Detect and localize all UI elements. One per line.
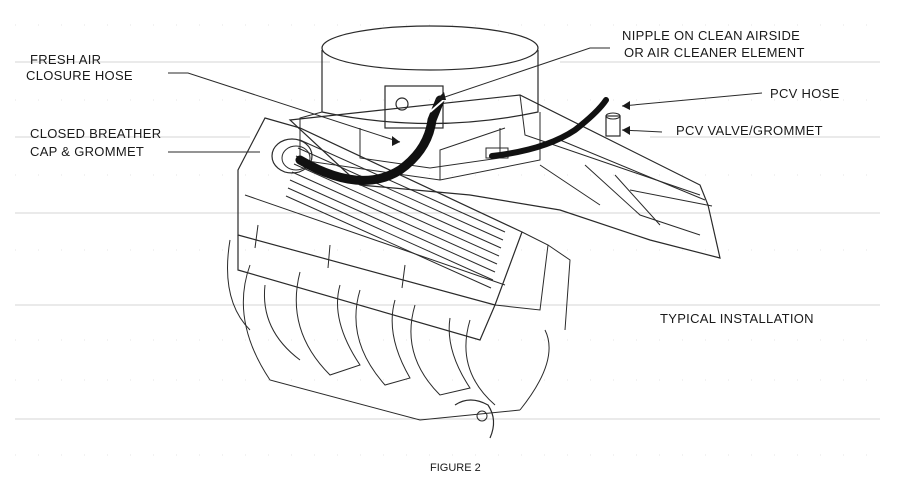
label-fresh-air-line2: CLOSURE HOSE xyxy=(26,68,133,83)
pcv-valve xyxy=(605,112,621,137)
label-pcv-hose: PCV HOSE xyxy=(770,86,840,101)
label-breather-line2: CAP & GROMMET xyxy=(30,144,144,159)
engine-block xyxy=(227,117,571,341)
valve-cover-ribs xyxy=(285,139,506,289)
label-pcv-valve: PCV VALVE/GROMMET xyxy=(676,123,823,138)
label-nipple-line2: OR AIR CLEANER ELEMENT xyxy=(624,45,805,60)
leader-lines xyxy=(168,47,763,153)
label-fresh-air-line1: FRESH AIR xyxy=(30,52,101,67)
pcv-hose xyxy=(489,97,609,159)
nipple-port-icon xyxy=(395,97,409,111)
figure-caption: FIGURE 2 xyxy=(430,462,481,474)
label-nipple-line1: NIPPLE ON CLEAN AIRSIDE xyxy=(622,28,800,43)
breather-cap xyxy=(271,138,313,174)
label-breather-line1: CLOSED BREATHER xyxy=(30,126,161,141)
label-typical-installation: TYPICAL INSTALLATION xyxy=(660,311,814,326)
intake-plate xyxy=(288,94,721,259)
exhaust-manifold xyxy=(242,264,550,439)
fresh-air-hose xyxy=(295,95,447,185)
background-guides xyxy=(15,24,880,456)
arrowheads xyxy=(392,92,630,146)
